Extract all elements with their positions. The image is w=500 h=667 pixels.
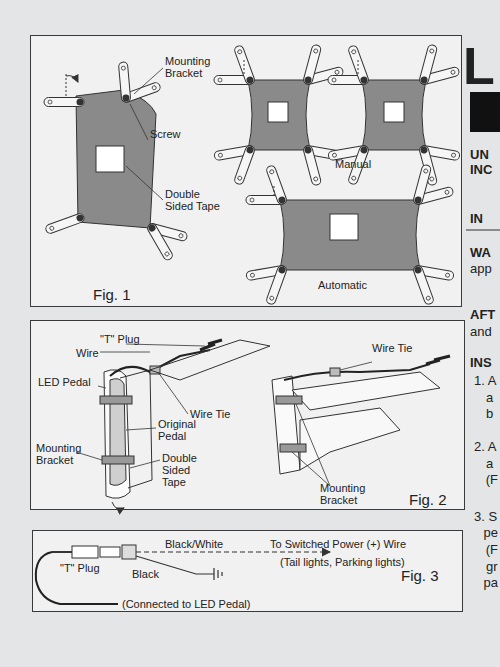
figure-number: Fig. 2 — [409, 491, 447, 508]
part-label: "T" Plug — [60, 562, 100, 574]
heading-fragment: INS — [470, 356, 492, 370]
part-label: Mounting Bracket — [165, 55, 225, 79]
heading-fragment: INC — [470, 163, 492, 177]
figure-number: Fig. 1 — [93, 286, 131, 303]
text-fragment: gr — [486, 560, 498, 574]
text-fragment: b — [486, 407, 493, 421]
part-label: "T" Plug — [100, 333, 140, 345]
part-label: Wire — [76, 347, 99, 359]
text-fragment: WA — [470, 246, 491, 260]
note-label: (Connected to LED Pedal) — [122, 598, 250, 610]
part-label: Mounting Bracket — [320, 482, 380, 506]
text-fragment: a — [486, 457, 493, 471]
part-label: Mounting Bracket — [36, 442, 86, 466]
part-label: Screw — [150, 128, 181, 140]
heading-fragment: IN — [470, 212, 483, 226]
part-label: Wire Tie — [190, 408, 230, 420]
text-fragment: a — [486, 391, 493, 405]
part-label: Double Sided Tape — [165, 188, 225, 212]
text-fragment: (F — [486, 543, 498, 557]
text-fragment: AFT — [470, 308, 495, 322]
view-label: Automatic — [318, 279, 367, 291]
wire-label: To Switched Power (+) Wire — [270, 538, 406, 550]
text-fragment: app — [470, 262, 492, 276]
wire-label: Black/White — [165, 538, 223, 550]
heading-fragment: UN — [470, 148, 489, 162]
text-fragment: 1. A — [474, 374, 496, 388]
text-fragment: and — [470, 325, 492, 339]
view-label: Manual — [335, 158, 371, 170]
note-label: (Tail lights, Parking lights) — [280, 556, 405, 568]
text-fragment: 2. A — [474, 440, 496, 454]
figure-panel: Fig. 1 — [30, 35, 462, 307]
text-fragment: (F — [486, 473, 498, 487]
text-fragment: 3. S — [474, 510, 497, 524]
part-label: Wire Tie — [372, 342, 412, 354]
heading-fragment: L — [463, 40, 495, 92]
part-label: Original Pedal — [158, 418, 208, 442]
part-label: LED Pedal — [38, 376, 91, 388]
wire-label: Black — [132, 568, 159, 580]
figure-number: Fig. 3 — [401, 567, 439, 584]
text-fragment: pa — [484, 576, 498, 590]
part-label: Double Sided Tape — [162, 452, 212, 488]
text-fragment: pe — [484, 526, 498, 540]
